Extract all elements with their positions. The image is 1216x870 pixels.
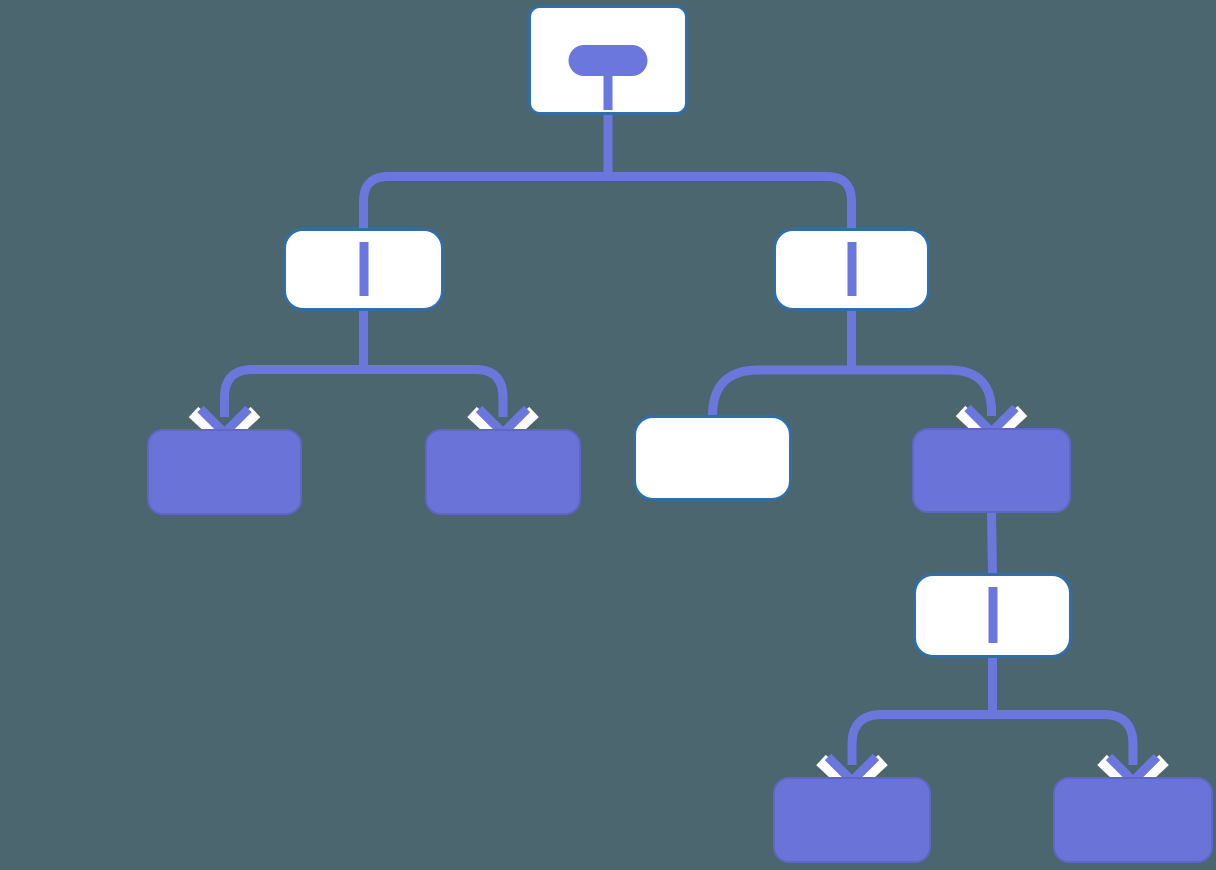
flowchart-node-branch-bottom[interactable] [913,573,1072,658]
edge-rail [847,710,1138,763]
flowchart-node-empty-1[interactable] [633,415,792,501]
edge-rail [220,365,508,415]
flowchart-node-leaf-2[interactable] [425,429,581,515]
flowchart-node-filled-mid[interactable] [912,428,1071,513]
flowchart-node-root[interactable] [528,5,688,115]
vertical-line-mark [847,242,856,296]
edge-link [987,510,997,578]
edge-rail [708,365,996,419]
edge-rail [359,172,856,232]
flowchart-node-branch-left[interactable] [283,228,444,311]
vertical-line-mark [359,242,368,296]
flowchart-node-branch-right[interactable] [773,228,930,311]
pill-stem-mark [603,74,613,110]
flowchart-node-leaf-1[interactable] [147,429,302,515]
pill-mark [568,45,648,76]
vertical-line-mark [988,587,997,643]
flowchart-node-leaf-4[interactable] [1053,777,1213,863]
flowchart-node-leaf-3[interactable] [773,777,931,863]
